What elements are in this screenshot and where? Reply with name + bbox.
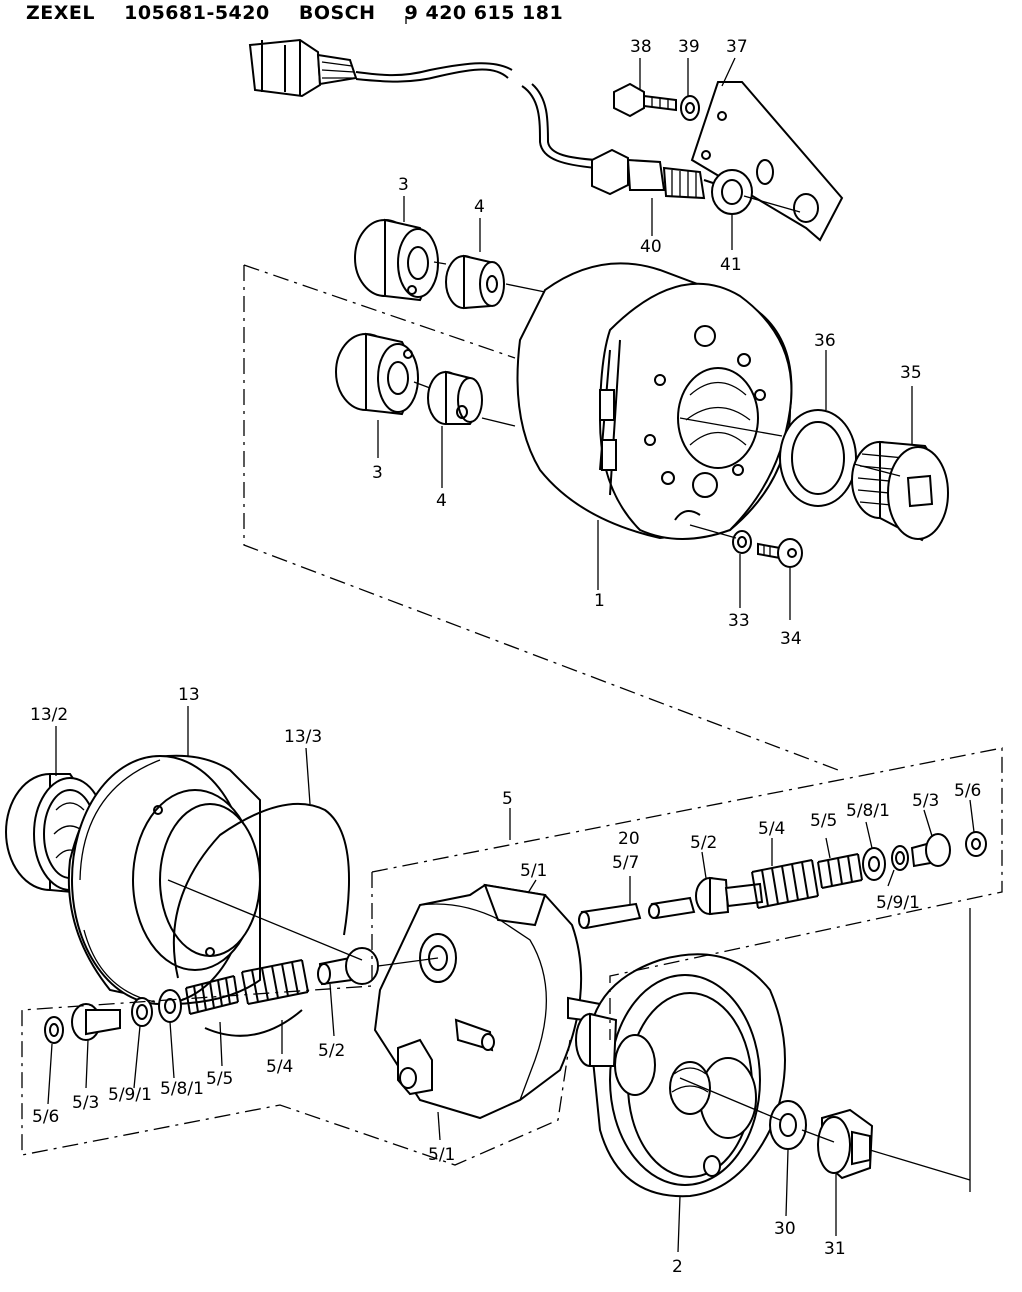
callout-5-2-lower: 5/2: [318, 1041, 345, 1061]
shim-5-9-1-upper: [891, 845, 909, 871]
callout-38: 38: [630, 37, 652, 57]
callout-2: 2: [672, 1257, 683, 1277]
callout-37: 37: [726, 37, 748, 57]
callout-5-7: 5/7: [612, 853, 639, 873]
callout-35: 35: [900, 363, 922, 383]
callout-labels: 38 39 37 40 41 3 4 3 4 36 35 1 33 34 13/…: [30, 37, 981, 1277]
spring-seat-5-3-upper: [910, 833, 951, 868]
insert-4-upper: [445, 254, 505, 310]
callout-5-6-lower: 5/6: [32, 1107, 59, 1127]
callout-4-lower: 4: [436, 491, 447, 511]
callout-5-9-1-lower: 5/9/1: [108, 1085, 152, 1105]
bracket-37: [690, 81, 844, 242]
callout-33: 33: [728, 611, 750, 631]
callout-5-8-1-lower: 5/8/1: [160, 1079, 204, 1099]
washer-33: [732, 530, 752, 554]
bushing-3-lower: [335, 332, 419, 416]
callout-5-5-lower: 5/5: [206, 1069, 233, 1089]
end-cover-2: [575, 953, 786, 1198]
callout-5-4-lower: 5/4: [266, 1057, 293, 1077]
seal-ring-36: [779, 409, 857, 507]
insert-4-lower: [427, 370, 483, 425]
upper-leader-lines: [243, 16, 901, 771]
circlip-5-6-lower: [44, 1016, 64, 1044]
brand-part-number: 9 420 615 181: [404, 2, 564, 24]
circlip-5-6-upper: [965, 831, 987, 857]
callout-5: 5: [502, 789, 513, 809]
spring-5-4-upper: [751, 859, 819, 909]
callout-40: 40: [640, 237, 662, 257]
spring-5-5-upper: [817, 853, 863, 889]
callout-13-2: 13/2: [30, 705, 68, 725]
sensor-40: [591, 148, 717, 200]
housing-1: [516, 262, 793, 540]
callout-5-5-upper: 5/5: [810, 811, 837, 831]
callout-20: 20: [618, 829, 640, 849]
screw-34: [757, 538, 803, 568]
callout-5-8-1-upper: 5/8/1: [846, 801, 890, 821]
callout-31: 31: [824, 1239, 846, 1259]
callout-5-1-upper: 5/1: [520, 861, 547, 881]
callout-30: 30: [774, 1219, 796, 1239]
callout-39: 39: [678, 37, 700, 57]
spring-seat-5-3-lower: [71, 1003, 121, 1041]
retaining-ring-13-3: [172, 802, 350, 979]
callout-3-lower: 3: [372, 463, 383, 483]
washer-39: [680, 95, 700, 121]
callout-41: 41: [720, 255, 742, 275]
valve-piston-5-2-upper: [695, 876, 764, 916]
callout-5-6-upper: 5/6: [954, 781, 981, 801]
callout-5-4-upper: 5/4: [758, 819, 785, 839]
diagram-header: ZEXEL 105681-5420 BOSCH 9 420 615 181: [26, 2, 585, 24]
callout-36: 36: [814, 331, 836, 351]
maker-part-number: 105681-5420: [124, 2, 270, 24]
valve-piston-5-2-lower: [317, 947, 379, 986]
connector-plug: [248, 38, 513, 98]
callout-13: 13: [178, 685, 200, 705]
callout-34: 34: [780, 629, 802, 649]
screw-plug-35: [851, 440, 949, 542]
callout-leaders: [47, 57, 975, 1253]
callout-5-1-lower: 5/1: [428, 1145, 455, 1165]
pump-body-5-1: [373, 883, 601, 1120]
callout-5-9-1-upper: 5/9/1: [876, 893, 920, 913]
callout-1: 1: [594, 591, 605, 611]
pin-5-7: [648, 896, 696, 920]
callout-5-3-lower: 5/3: [72, 1093, 99, 1113]
pin-20: [578, 902, 642, 930]
shim-5-9-1-lower: [131, 997, 153, 1027]
callout-5-3-upper: 5/3: [912, 791, 939, 811]
brand-name: BOSCH: [298, 2, 376, 24]
pulley-13: [67, 754, 261, 1006]
cap-nut-31: [817, 1108, 874, 1180]
washer-5-8-1-upper: [862, 847, 886, 881]
spring-5-4-lower: [204, 959, 309, 1037]
lower-leader-lines: [21, 747, 1003, 1192]
callout-5-2-upper: 5/2: [690, 833, 717, 853]
bolt-38: [613, 82, 677, 118]
washer-5-8-1-lower: [158, 989, 182, 1023]
callout-4-upper: 4: [474, 197, 485, 217]
callout-3-upper: 3: [398, 175, 409, 195]
ring-41: [711, 169, 753, 215]
maker-name: ZEXEL: [26, 2, 95, 24]
sensor-cable: [521, 83, 597, 169]
seal-ring-30: [769, 1100, 807, 1150]
callout-13-3: 13/3: [284, 727, 322, 747]
bearing-13-2: [5, 773, 107, 894]
bushing-3-upper: [354, 218, 439, 302]
